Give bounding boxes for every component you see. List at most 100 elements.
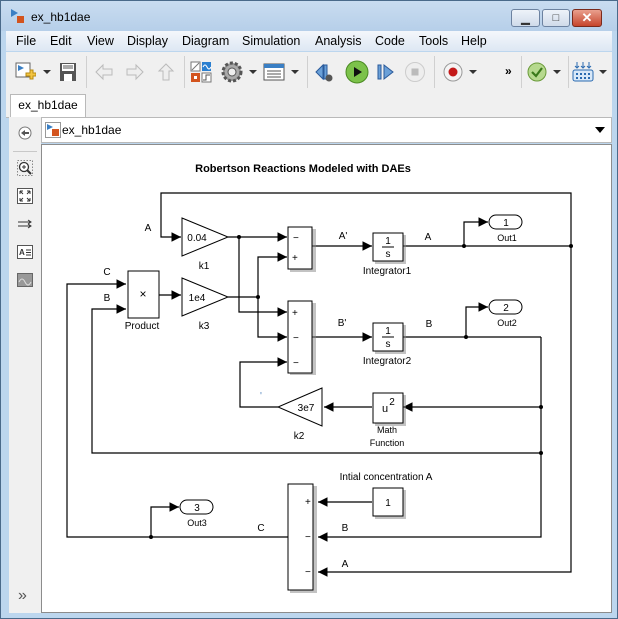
up-icon[interactable] [155,61,177,83]
sum-block-3[interactable]: + − − [287,483,317,593]
block-name-product: Product [125,321,160,332]
wire-C-to-out3 [150,502,179,537]
wire-A-to-out1 [463,217,488,246]
menu-simulation[interactable]: Simulation [242,34,301,48]
signal-routing-icon[interactable] [17,216,33,232]
math-function-block[interactable]: u 2 Math Function [370,392,406,448]
integrator1-denominator: s [386,249,391,260]
signal-label-A-prime: A' [339,231,348,242]
stop-icon[interactable] [404,61,426,83]
menu-code[interactable]: Code [375,34,405,48]
wire-k3-to-sum1 [257,252,287,297]
outport-out2[interactable]: 2 Out2 [488,299,523,328]
block-name-out1: Out1 [497,233,517,243]
wire-k3-to-sum2 [257,297,287,342]
sum1-sign-1: − [293,233,299,244]
gain-value-k2: 3e7 [298,403,315,414]
constant-block[interactable]: 1 Intial concentration A [340,472,433,519]
diagram-title: Robertson Reactions Modeled with DAEs [195,163,411,175]
address-dropdown-icon[interactable] [595,127,605,133]
gain-value-k1: 0.04 [187,233,207,244]
library-browser-icon[interactable] [190,61,212,83]
model-icon [45,122,61,138]
sum2-sign-2: − [293,333,299,344]
block-name-constant: Intial concentration A [340,472,433,483]
close-icon: ✕ [581,10,593,25]
annotation-icon[interactable]: A [17,244,33,260]
diagram-canvas[interactable]: Robertson Reactions Modeled with DAEs [41,144,612,613]
gain-block-k1[interactable]: 0.04 k1 [181,217,230,272]
check-icon[interactable] [526,61,548,83]
menu-help[interactable]: Help [461,34,487,48]
menu-view[interactable]: View [87,34,114,48]
wire-A-to-k1 [160,192,572,246]
block-name-integrator2: Integrator2 [363,356,412,367]
back-icon[interactable] [93,61,115,83]
product-block[interactable]: × Product [125,270,160,332]
expand-palette-icon[interactable]: » [18,587,27,604]
run-icon[interactable] [344,59,370,85]
sum2-sign-1: + [292,308,298,319]
new-model-dropdown[interactable] [43,70,51,74]
menu-diagram[interactable]: Diagram [182,34,230,48]
step-back-icon[interactable] [314,61,336,83]
status-bar [1,613,617,618]
model-explorer-dropdown[interactable] [291,70,299,74]
menu-display[interactable]: Display [127,34,168,48]
menu-bar: File Edit View Display Diagram Simulatio… [6,31,612,51]
keyboard-icon[interactable] [572,61,594,83]
block-name-math-1: Math [377,425,397,435]
wire-C-to-product [66,279,288,538]
sum-block-2[interactable]: + − − [287,300,316,375]
toolbar: » [6,52,612,93]
sum-block-1[interactable]: − + [287,226,316,272]
integrator-block-2[interactable]: 1 s Integrator2 [363,322,412,367]
check-dropdown[interactable] [553,70,561,74]
wire-B-to-product [91,304,541,454]
save-icon[interactable] [57,61,79,83]
signal-label-B-out: B [426,319,433,330]
image-icon[interactable] [17,272,33,288]
integrator-block-1[interactable]: 1 s Integrator1 [363,232,412,277]
model-explorer-icon[interactable] [263,61,285,83]
outport-out1[interactable]: 1 Out1 [488,214,523,243]
step-forward-icon[interactable] [375,61,397,83]
forward-icon[interactable] [124,61,146,83]
keyboard-dropdown[interactable] [599,70,607,74]
new-model-icon[interactable] [14,61,36,83]
gain-block-k2[interactable]: 3e7 k2 [276,387,323,442]
sum3-sign-2: − [305,532,311,543]
integrator2-denominator: s [386,339,391,350]
fit-to-view-icon[interactable] [17,188,33,204]
model-config-icon[interactable] [221,61,243,83]
address-path[interactable]: ex_hb1dae [62,123,122,137]
outport-out3[interactable]: 3 Out3 [179,499,214,528]
more-icon[interactable]: » [505,64,512,78]
signal-lines [66,192,573,577]
constant-value: 1 [385,498,391,509]
menu-file[interactable]: File [16,34,37,48]
record-icon[interactable] [442,61,464,83]
sum3-sign-3: − [305,567,311,578]
signal-label-A-bottom: A [342,559,349,570]
gain-block-k3[interactable]: 1e4 k3 [181,277,230,332]
maximize-button[interactable]: □ [542,9,570,27]
wire-A-to-sum3 [318,246,572,577]
window-title: ex_hb1dae [31,10,91,24]
close-button[interactable]: ✕ [572,9,602,27]
menu-edit[interactable]: Edit [50,34,72,48]
signal-label-B-prime: B' [338,318,347,329]
address-bar[interactable]: ex_hb1dae [41,117,612,143]
integrator2-numerator: 1 [385,326,391,337]
signal-label-A-in: A [145,223,152,234]
hide-explorer-icon[interactable] [17,125,33,141]
minimize-button[interactable]: ▁ [511,9,540,27]
model-config-dropdown[interactable] [249,70,257,74]
tab-ex-hb1dae[interactable]: ex_hb1dae [10,94,86,117]
zoom-icon[interactable] [17,160,33,176]
minimize-icon: ▁ [521,12,530,25]
signal-label-C-bottom: C [257,523,264,534]
menu-tools[interactable]: Tools [419,34,449,48]
record-dropdown[interactable] [469,70,477,74]
menu-analysis[interactable]: Analysis [315,34,362,48]
